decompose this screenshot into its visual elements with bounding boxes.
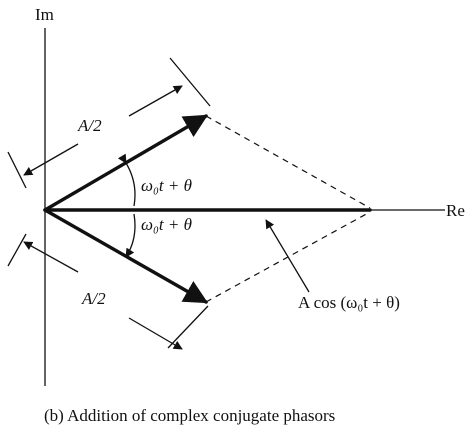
resultant-label: A cos (ω₀t + θ) <box>298 293 400 312</box>
re-axis-label: Re <box>446 201 465 220</box>
upper-parallelogram-side <box>205 115 371 209</box>
lower-magnitude-label: A/2 <box>81 289 106 308</box>
figure-caption: (b) Addition of complex conjugate phasor… <box>44 406 335 425</box>
lower-angle-arc <box>125 213 136 258</box>
upper-dimension-extension-right <box>169 57 211 107</box>
lower-dimension-extension-right <box>167 305 209 349</box>
lower-dimension-arrow-right <box>128 317 183 350</box>
im-axis-label: Im <box>35 5 54 24</box>
lower-angle-label: ω₀t + θ <box>141 215 192 234</box>
lower-dimension-arrow-left <box>23 241 79 273</box>
upper-dimension-extension-left <box>7 151 27 189</box>
upper-dimension-arrow-left <box>23 143 79 176</box>
upper-angle-label: ω₀t + θ <box>141 176 192 195</box>
upper-angle-arc <box>117 153 136 207</box>
upper-dimension-arrow-right <box>128 85 183 117</box>
lower-phasor-arrow <box>43 208 209 304</box>
upper-magnitude-label: A/2 <box>77 116 102 135</box>
lower-dimension-extension-left <box>7 233 27 267</box>
upper-phasor-arrow <box>43 114 209 212</box>
resultant-pointer-arrow <box>265 219 310 293</box>
